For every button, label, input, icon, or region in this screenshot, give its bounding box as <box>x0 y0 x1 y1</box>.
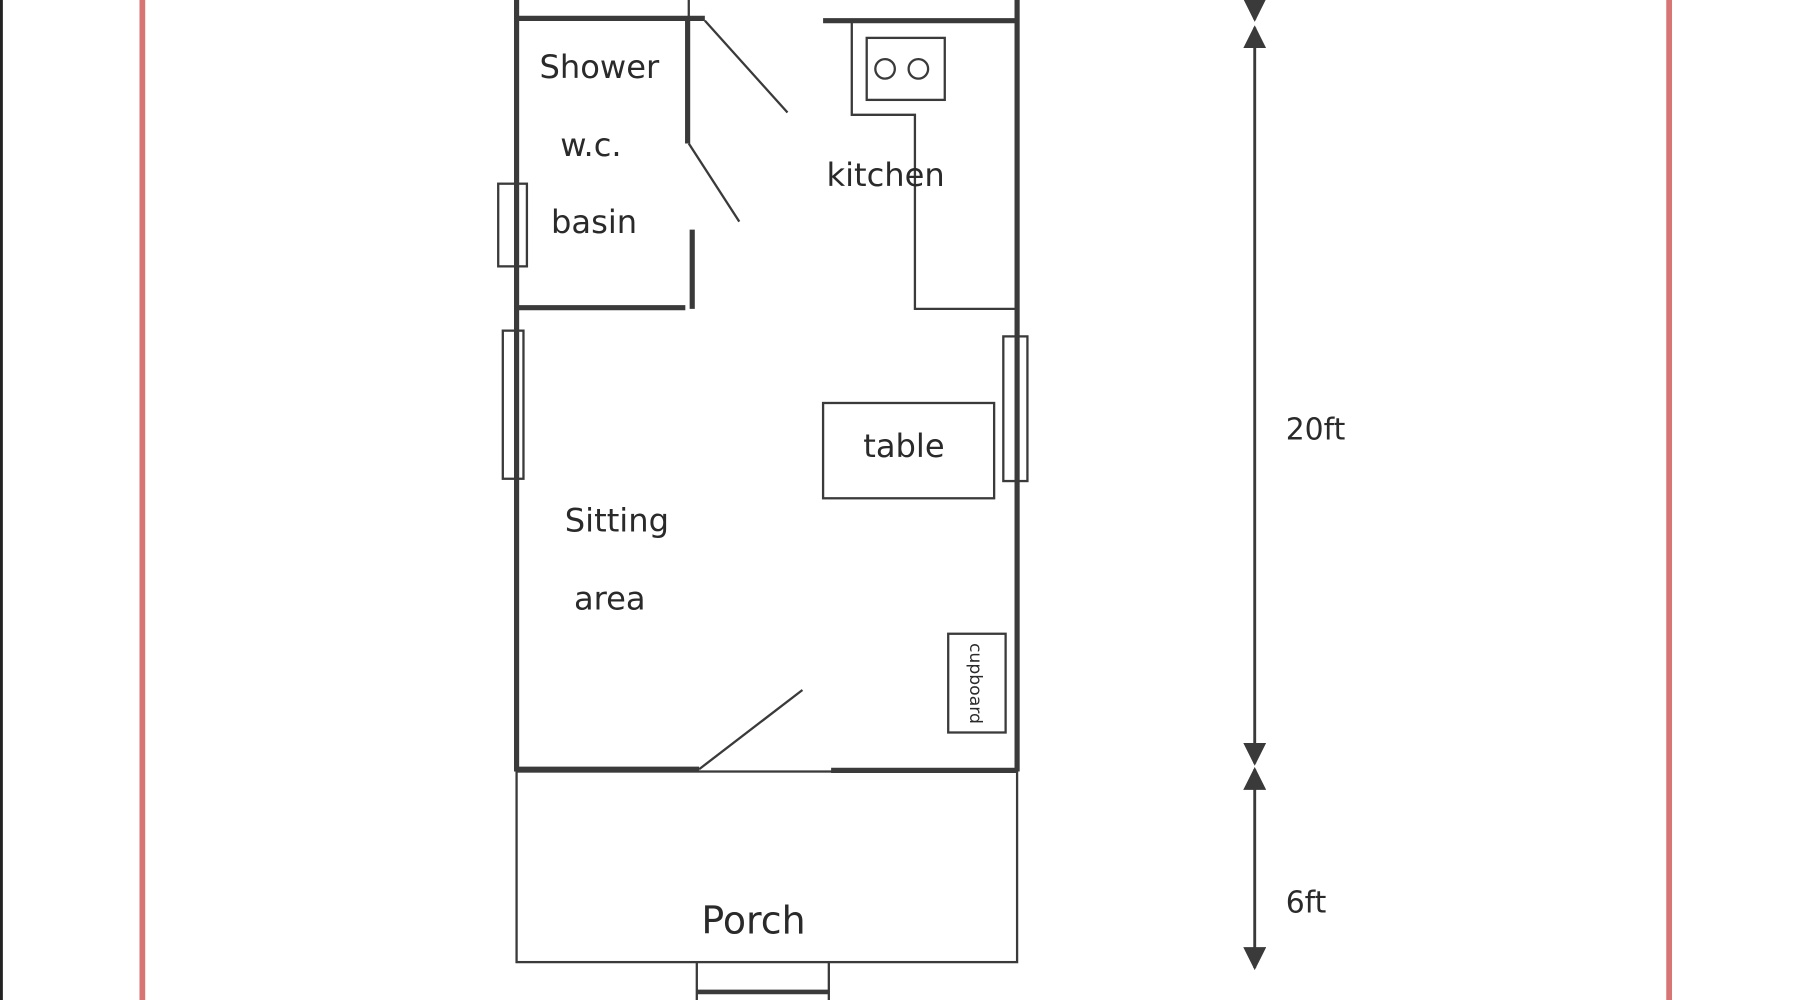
table <box>821 401 996 500</box>
label-sitting: Sitting <box>565 502 669 540</box>
window-right <box>1002 335 1029 483</box>
dimension-label-porch: 6ft <box>1286 886 1327 921</box>
label-shower: Shower <box>540 48 660 86</box>
steps <box>695 962 830 1000</box>
cupboard <box>947 632 1007 734</box>
stove <box>865 36 946 102</box>
label-porch: Porch <box>701 898 805 942</box>
kitchen-counter <box>850 20 1018 310</box>
burner-icon <box>874 57 896 80</box>
label-wc: w.c. <box>560 126 621 164</box>
door-swings <box>687 19 804 771</box>
label-kitchen: kitchen <box>827 156 945 194</box>
dimension-label-main: 20ft <box>1286 413 1346 448</box>
window-bathroom <box>497 182 529 268</box>
label-table: table <box>863 427 944 465</box>
label-area: area <box>574 580 646 618</box>
outer-walls <box>513 0 1020 773</box>
cupboard-label: cupboard <box>965 643 985 724</box>
bathroom-walls <box>516 18 695 311</box>
porch <box>515 770 1019 964</box>
burner-icon <box>907 57 930 80</box>
label-basin: basin <box>551 203 637 241</box>
window-sitting <box>501 329 525 480</box>
